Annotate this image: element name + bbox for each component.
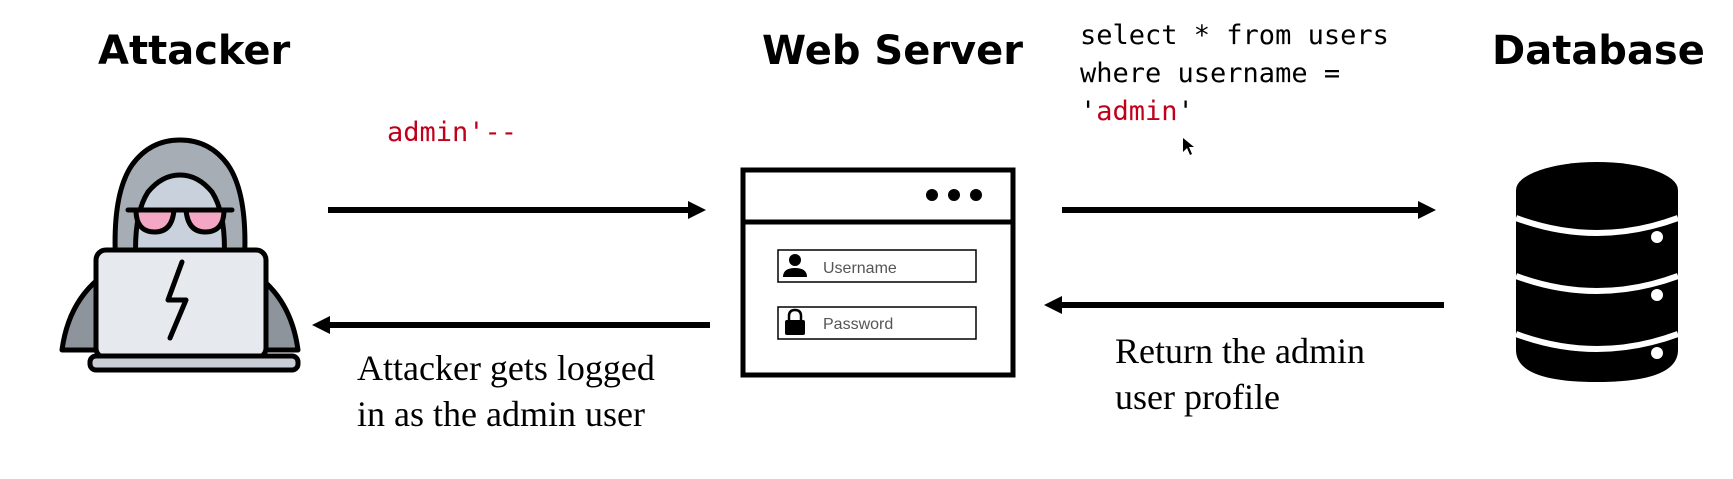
sql-query-line-2: where username = xyxy=(1080,58,1341,89)
password-field xyxy=(777,306,977,340)
window-dot-icon xyxy=(970,189,982,201)
arrow-attacker-to-server xyxy=(328,201,706,219)
user-icon xyxy=(783,254,807,277)
arrow-database-to-server xyxy=(1044,296,1444,314)
attacker-title: Attacker xyxy=(98,28,291,74)
window-dot-icon xyxy=(926,189,938,201)
username-field xyxy=(777,249,977,283)
attacker-result-caption: Attacker gets logged in as the admin use… xyxy=(357,345,655,437)
sql-query-line-1: select * from users xyxy=(1080,20,1389,51)
mouse-cursor-icon xyxy=(1183,138,1194,155)
window-dot-icon xyxy=(948,189,960,201)
db-result-line-2: user profile xyxy=(1115,377,1280,417)
lock-icon xyxy=(785,308,805,335)
password-placeholder: Password xyxy=(823,316,893,333)
attacker-result-line-2: in as the admin user xyxy=(357,394,645,434)
sql-query-line-3: 'admin' xyxy=(1080,93,1389,131)
username-placeholder: Username xyxy=(823,260,897,277)
database-cylinder-icon xyxy=(1514,162,1680,382)
sql-query: select * from users where username = 'ad… xyxy=(1080,17,1389,131)
database-title: Database xyxy=(1492,28,1705,74)
arrow-server-to-attacker xyxy=(312,316,710,334)
db-result-line-1: Return the admin xyxy=(1115,331,1365,371)
database-result-caption: Return the admin user profile xyxy=(1115,328,1365,420)
browser-login-window-icon: Username Password xyxy=(740,167,1016,378)
arrow-server-to-database xyxy=(1062,201,1436,219)
web-server-title: Web Server xyxy=(762,28,1023,74)
sql-query-value: admin xyxy=(1096,96,1178,127)
sql-injection-payload: admin'-- xyxy=(387,117,518,148)
sql-quote-close: ' xyxy=(1177,96,1194,127)
sql-quote-open: ' xyxy=(1080,96,1097,127)
attacker-result-line-1: Attacker gets logged xyxy=(357,348,655,388)
hooded-hacker-laptop-icon xyxy=(59,137,301,373)
